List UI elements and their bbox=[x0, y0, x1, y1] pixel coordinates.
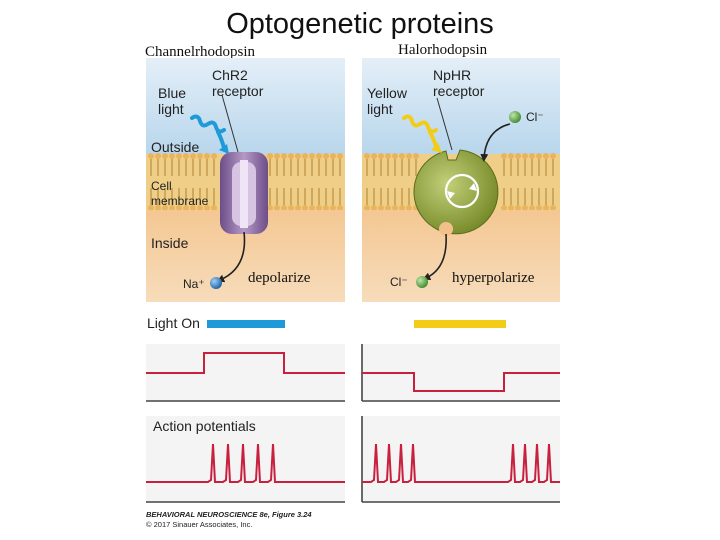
cl-ion-bottom bbox=[416, 276, 428, 288]
blue-light-bar bbox=[207, 320, 285, 328]
cell-membrane-label-1: Cell bbox=[151, 179, 172, 193]
chr2-action-potential-trace bbox=[146, 416, 345, 503]
chr2-channel bbox=[220, 152, 268, 234]
cl-label-bottom: Cl⁻ bbox=[390, 275, 408, 289]
yellow-light-arrowhead bbox=[431, 143, 442, 153]
chr2-panel: Blue light ChR2 receptor Outside Cell me… bbox=[146, 58, 345, 302]
left-caption: Channelrhodopsin bbox=[145, 44, 255, 60]
outside-label: Outside bbox=[151, 139, 199, 155]
inside-label: Inside bbox=[151, 235, 189, 251]
cl-label-top: Cl⁻ bbox=[526, 110, 544, 124]
yellow-light-label-1: Yellow bbox=[367, 85, 408, 101]
nphr-pointer bbox=[436, 97, 453, 151]
action-potentials-label: Action potentials bbox=[153, 418, 256, 434]
cl-influx-arrow bbox=[480, 123, 511, 162]
blue-light-label-2: light bbox=[158, 101, 184, 117]
page-title: Optogenetic proteins bbox=[226, 8, 494, 40]
na-ion bbox=[210, 277, 222, 289]
blue-light-label-1: Blue bbox=[158, 85, 186, 101]
nphr-panel: Yellow light NpHR receptor Cl⁻ Cl⁻ bbox=[362, 58, 560, 302]
yellow-light-label-2: light bbox=[367, 101, 393, 117]
depolarize-label: depolarize bbox=[248, 270, 311, 286]
yellow-light-bar bbox=[414, 320, 506, 328]
nphr-label-1: NpHR bbox=[433, 67, 471, 83]
cell-membrane-label-2: membrane bbox=[151, 194, 209, 208]
cl-ion-top bbox=[509, 111, 521, 123]
credit-line-2: © 2017 Sinauer Associates, Inc. bbox=[146, 520, 252, 529]
nphr-step-trace bbox=[361, 344, 560, 402]
credit-line-1: BEHAVIORAL NEUROSCIENCE 8e, Figure 3.24 bbox=[146, 510, 312, 519]
hyperpolarize-label: hyperpolarize bbox=[452, 270, 535, 286]
cl-exit-arrow bbox=[422, 233, 447, 280]
nphr-action-potential-trace bbox=[361, 416, 560, 503]
right-caption: Halorhodopsin bbox=[398, 42, 488, 58]
light-on-label: Light On bbox=[147, 315, 200, 331]
nphr-pump bbox=[413, 146, 499, 236]
na-flow-arrow bbox=[216, 231, 246, 283]
chr2-label-1: ChR2 bbox=[212, 67, 248, 83]
chr2-label-2: receptor bbox=[212, 83, 264, 99]
chr2-step-trace bbox=[146, 344, 345, 402]
nphr-label-2: receptor bbox=[433, 83, 485, 99]
chr2-pointer bbox=[221, 94, 239, 153]
na-label: Na⁺ bbox=[183, 277, 205, 291]
